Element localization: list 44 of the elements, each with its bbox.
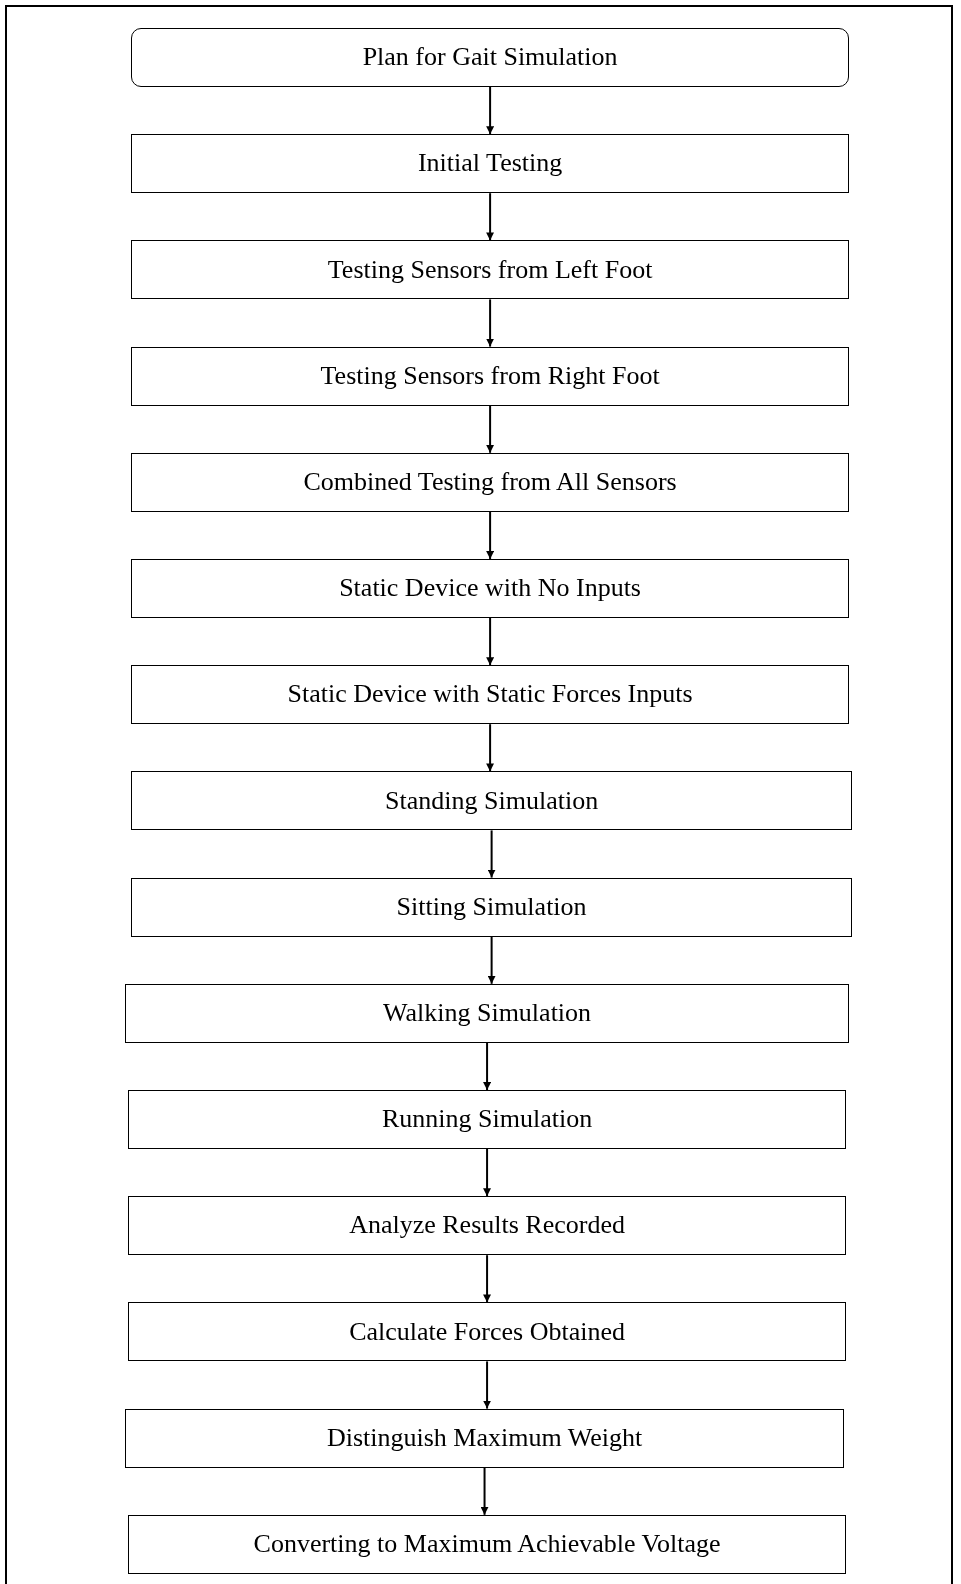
process-box (128, 1196, 846, 1256)
box-label: Sitting Simulation (396, 892, 587, 922)
box-label: Calculate Forces Obtained (349, 1317, 625, 1347)
box-label: Plan for Gait Simulation (362, 43, 618, 72)
box-label: Combined Testing from All Sensors (303, 468, 677, 497)
process-box (128, 1514, 846, 1574)
arrow (480, 1466, 489, 1516)
box-label: Testing Sensors from Right Foot (320, 361, 660, 391)
process-box (125, 983, 849, 1043)
process-box (128, 1090, 846, 1149)
arrow (483, 1360, 492, 1410)
box-label: Testing Sensors from Left Foot (327, 255, 653, 285)
process-box (131, 559, 849, 618)
process-box (128, 1302, 846, 1362)
process-box (131, 771, 852, 831)
box-label: Distinguish Maximum Weight (326, 1423, 643, 1453)
arrow (486, 617, 495, 667)
arrow (486, 298, 495, 348)
process-box (131, 134, 849, 194)
process-box (131, 346, 849, 406)
process-box (131, 240, 849, 300)
arrow (483, 1041, 492, 1091)
box-label: Initial Testing (417, 149, 563, 178)
process-box (131, 665, 849, 725)
arrow (486, 404, 495, 454)
box-label: Standing Simulation (385, 786, 599, 816)
arrow (486, 510, 495, 560)
box-label: Static Device with No Inputs (339, 574, 641, 603)
arrow (483, 1148, 492, 1198)
box-label: Static Device with Static Forces Inputs (287, 680, 693, 709)
arrow (486, 192, 495, 242)
arrow (486, 723, 495, 773)
process-box (131, 28, 849, 87)
arrow (487, 935, 496, 985)
box-label: Walking Simulation (383, 999, 592, 1028)
process-box (131, 877, 852, 937)
box-label: Running Simulation (381, 1105, 593, 1134)
box-label: Converting to Maximum Achievable Voltage (253, 1530, 721, 1559)
arrow (487, 829, 496, 879)
arrow (483, 1254, 492, 1304)
arrow (486, 86, 495, 136)
process-box (131, 452, 849, 512)
box-label: Analyze Results Recorded (349, 1211, 625, 1240)
process-box (125, 1408, 844, 1468)
